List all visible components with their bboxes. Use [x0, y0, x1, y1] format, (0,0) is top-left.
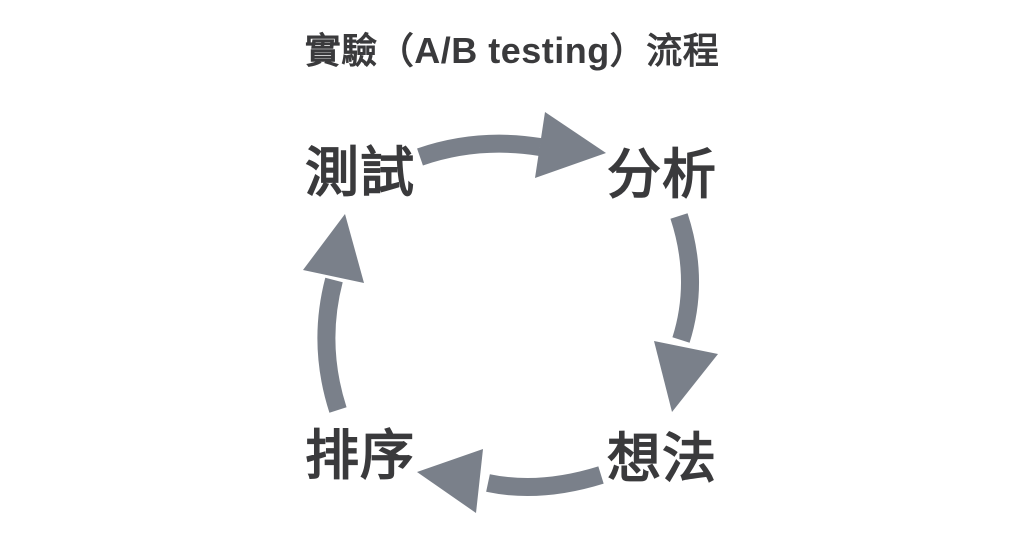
arrow-ideas-to-prioritize-icon [417, 449, 604, 513]
arrow-analysis-to-ideas-icon [654, 213, 718, 412]
diagram-title: 實驗（A/B testing）流程 [304, 30, 720, 71]
arrow-test-to-analysis-icon [417, 112, 606, 178]
node-label-prioritize: 排序 [305, 426, 415, 486]
arrow-prioritize-to-test-icon [303, 214, 364, 413]
node-label-analysis: 分析 [607, 145, 717, 205]
node-label-ideas: 想法 [607, 429, 717, 489]
node-label-test: 測試 [305, 143, 415, 203]
